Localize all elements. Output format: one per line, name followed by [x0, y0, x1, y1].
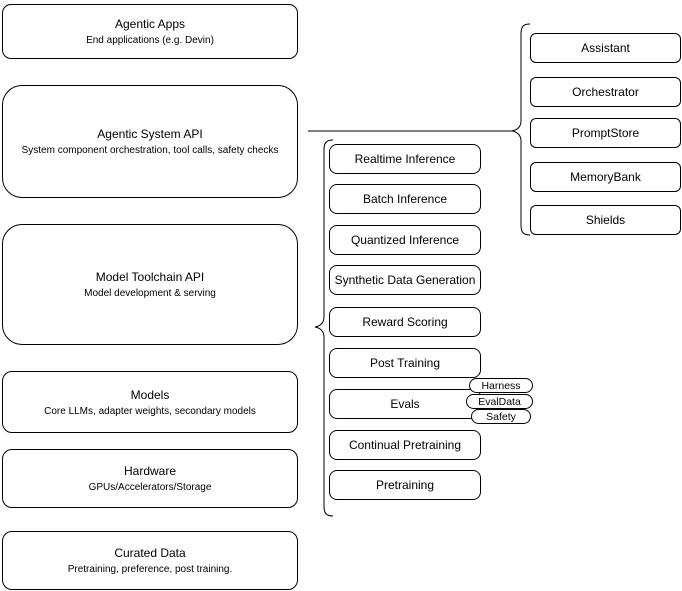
- layer-title: Curated Data: [114, 546, 186, 560]
- layer-subtitle: System component orchestration, tool cal…: [21, 145, 279, 156]
- toolchain-item-synthetic-data-generation: Synthetic Data Generation: [329, 265, 481, 295]
- toolchain-item-label: Continual Pretraining: [348, 438, 462, 452]
- toolchain-item-label: Evals: [390, 397, 420, 411]
- layer-title: Model Toolchain API: [95, 270, 205, 284]
- layer-box-models: Models Core LLMs, adapter weights, secon…: [2, 371, 298, 433]
- layer-box-agentic-apps: Agentic Apps End applications (e.g. Devi…: [2, 4, 298, 59]
- eval-tag-label: EvalData: [478, 395, 521, 408]
- toolchain-item-batch-inference: Batch Inference: [329, 184, 481, 214]
- layer-title: Models: [130, 387, 170, 402]
- system-component-label: Orchestrator: [572, 85, 639, 99]
- toolchain-item-label: Batch Inference: [362, 192, 448, 206]
- toolchain-item-label: Reward Scoring: [362, 315, 448, 329]
- layer-subtitle: GPUs/Accelerators/Storage: [88, 482, 212, 493]
- toolchain-item-label: Synthetic Data Generation: [334, 273, 476, 287]
- system-component-assistant: Assistant: [530, 33, 681, 63]
- eval-tag-label: Safety: [486, 410, 516, 423]
- layer-title: Hardware: [123, 464, 177, 478]
- layer-box-hardware: Hardware GPUs/Accelerators/Storage: [2, 449, 298, 508]
- layer-box-model-toolchain-api: Model Toolchain API Model development & …: [2, 224, 298, 345]
- eval-tag-evaldata: EvalData: [466, 394, 533, 409]
- system-component-promptstore: PromptStore: [530, 118, 681, 148]
- system-component-shields: Shields: [530, 205, 681, 235]
- toolchain-item-quantized-inference: Quantized Inference: [329, 225, 481, 255]
- system-component-label: Shields: [585, 213, 626, 227]
- layer-subtitle: Pretraining, preference, post training.: [67, 564, 233, 575]
- toolchain-item-label: Pretraining: [375, 478, 435, 492]
- toolchain-item-post-training: Post Training: [329, 348, 481, 378]
- layer-box-curated-data: Curated Data Pretraining, preference, po…: [2, 531, 298, 590]
- layer-title: Agentic Apps: [114, 17, 186, 31]
- eval-tag-label: Harness: [481, 379, 521, 392]
- layer-subtitle: Core LLMs, adapter weights, secondary mo…: [44, 405, 256, 417]
- toolchain-item-label: Post Training: [369, 356, 441, 370]
- toolchain-brace: [314, 139, 334, 517]
- toolchain-item-evals: Evals: [329, 389, 481, 419]
- toolchain-item-continual-pretraining: Continual Pretraining: [329, 430, 481, 460]
- layer-title: Agentic System API: [97, 127, 203, 141]
- toolchain-item-realtime-inference: Realtime Inference: [329, 144, 481, 174]
- system-component-label: PromptStore: [571, 126, 640, 140]
- eval-tag-harness: Harness: [469, 378, 533, 393]
- layer-box-agentic-system-api: Agentic System API System component orch…: [2, 85, 298, 198]
- toolchain-item-label: Realtime Inference: [354, 152, 456, 166]
- layer-subtitle: End applications (e.g. Devin): [86, 35, 214, 46]
- system-component-label: MemoryBank: [570, 170, 641, 184]
- toolchain-item-label: Quantized Inference: [350, 233, 460, 247]
- system-component-label: Assistant: [581, 41, 630, 55]
- system-components-brace: [511, 23, 531, 236]
- layer-subtitle: Model development & serving: [84, 288, 216, 299]
- system-component-memorybank: MemoryBank: [530, 162, 681, 192]
- toolchain-item-pretraining: Pretraining: [329, 470, 481, 500]
- system-component-orchestrator: Orchestrator: [530, 77, 681, 107]
- eval-tag-safety: Safety: [471, 409, 531, 424]
- toolchain-item-reward-scoring: Reward Scoring: [329, 307, 481, 337]
